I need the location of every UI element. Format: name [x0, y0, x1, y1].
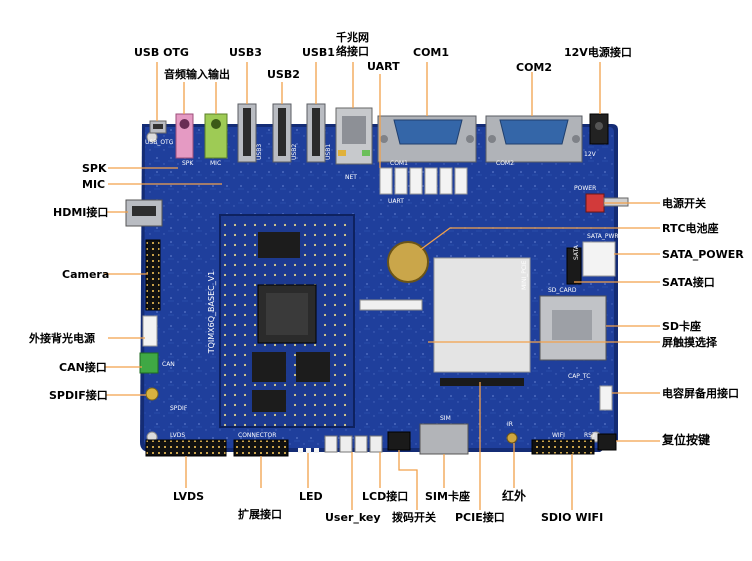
- label-mic: MIC: [82, 178, 106, 191]
- label-cap-touch: 电容屏备用接口: [662, 387, 739, 400]
- label-sd-card: SD卡座: [662, 320, 702, 333]
- silk-net: NET: [345, 174, 357, 181]
- label-camera: Camera: [62, 268, 110, 281]
- sata-connector: [566, 247, 582, 285]
- label-spk: SPK: [82, 162, 107, 175]
- silk-spdif: SPDIF: [170, 405, 188, 412]
- label-audio-io: 音频输入输出: [164, 68, 230, 81]
- silk-mini-pcie: MINI_PCIE: [521, 260, 528, 290]
- label-expansion: 扩展接口: [238, 508, 282, 521]
- silk-com1: COM1: [390, 160, 408, 167]
- silk-spk: SPK: [182, 160, 194, 167]
- uart-headers: [379, 167, 468, 195]
- power-switch: [585, 193, 629, 213]
- label-com2: COM2: [516, 61, 553, 74]
- silk-sim: SIM: [440, 415, 451, 422]
- cap-touch-connector: [599, 385, 613, 411]
- audio-jacks: [175, 113, 228, 159]
- label-com1: COM1: [413, 46, 450, 59]
- silk-usb2: USB2: [291, 144, 298, 160]
- silk-power: POWER: [574, 185, 596, 192]
- backlight-connector: [142, 315, 158, 347]
- ethernet-port: [335, 107, 373, 165]
- silk-com2: COM2: [496, 160, 514, 167]
- label-backlight: 外接背光电源: [29, 332, 95, 345]
- label-infrared: 红外: [502, 489, 527, 503]
- label-sata-power: SATA_POWER: [662, 248, 744, 261]
- spdif-connector: [145, 387, 159, 401]
- label-usb2: USB2: [267, 68, 300, 81]
- silkscreen: TQIMX6Q_BASEC_V1 NET COM1 COM2 MINI_PCIE…: [145, 139, 619, 439]
- silk-board-name: TQIMX6Q_BASEC_V1: [207, 271, 216, 355]
- som-module: [219, 214, 355, 428]
- silk-usb3: USB3: [256, 144, 263, 160]
- label-usb-otg: USB OTG: [134, 46, 189, 59]
- reset-button-part: [597, 433, 617, 451]
- silk-sata: SATA: [573, 244, 580, 260]
- silk-connector: CONNECTOR: [238, 432, 276, 439]
- silk-usb-otg: USB_OTG: [145, 139, 174, 146]
- label-sdio-wifi: SDIO WIFI: [541, 511, 604, 524]
- silk-can: CAN: [162, 361, 175, 368]
- label-spdif: SPDIF接口: [49, 389, 108, 402]
- lcd-connector: [359, 299, 423, 311]
- com-ports: [377, 115, 583, 163]
- sim-card-slot: [419, 423, 469, 455]
- usb-ports: [237, 103, 326, 163]
- label-ethernet-line1: 千兆网: [336, 31, 369, 44]
- silk-mic: MIC: [210, 160, 221, 167]
- silk-rst: RST: [584, 432, 596, 439]
- leader-lines: [104, 62, 660, 510]
- label-hdmi: HDMI接口: [53, 206, 109, 219]
- label-ethernet-line2: 络接口: [336, 45, 369, 58]
- silk-cap-tc: CAP_TC: [568, 373, 590, 380]
- label-lcd: LCD接口: [362, 490, 409, 503]
- label-sim: SIM卡座: [425, 490, 470, 503]
- sdio-wifi-header: [531, 439, 595, 455]
- mini-pcie-slot: [433, 257, 531, 373]
- label-lvds: LVDS: [173, 490, 205, 503]
- lvds-header: [145, 439, 227, 457]
- hdmi-port: [125, 199, 163, 227]
- led-group: [298, 448, 319, 453]
- rtc-battery-holder: [387, 241, 429, 283]
- sata-power-connector: [582, 241, 616, 277]
- usb-otg-port: [149, 120, 167, 134]
- label-dip-switch: 拨码开关: [392, 511, 436, 524]
- label-rtc-battery: RTC电池座: [662, 222, 719, 235]
- silk-sata-pwr: SATA_PWR: [587, 233, 619, 240]
- label-uart: UART: [367, 60, 400, 73]
- expansion-header: [233, 439, 289, 457]
- camera-header: [145, 239, 161, 311]
- label-sata: SATA接口: [662, 276, 715, 289]
- dip-switch: [387, 431, 411, 451]
- label-led: LED: [299, 490, 323, 503]
- silk-uart: UART: [388, 198, 404, 205]
- label-usb3: USB3: [229, 46, 262, 59]
- ir-receiver: [506, 432, 518, 444]
- silk-lvds: LVDS: [170, 432, 185, 439]
- silk-sd-card: SD_CARD: [548, 287, 577, 294]
- user-keys: [324, 435, 383, 453]
- label-pcie: PCIE接口: [455, 511, 505, 524]
- label-power-switch: 电源开关: [662, 197, 706, 210]
- can-terminal: [139, 352, 159, 374]
- label-can: CAN接口: [59, 361, 107, 374]
- label-usb1: USB1: [302, 46, 335, 59]
- silk-usb1: USB1: [325, 144, 332, 160]
- dc-power-jack: [589, 113, 609, 145]
- label-user-key: User_key: [325, 511, 381, 524]
- silk-12v: 12V: [584, 151, 597, 158]
- label-reset-button: 复位按键: [662, 433, 711, 447]
- label-touch-select: 屏触摸选择: [662, 336, 717, 349]
- silk-wifi: WIFI: [552, 432, 565, 439]
- silk-ir: IR: [507, 421, 513, 428]
- label-power-12v: 12V电源接口: [564, 46, 632, 59]
